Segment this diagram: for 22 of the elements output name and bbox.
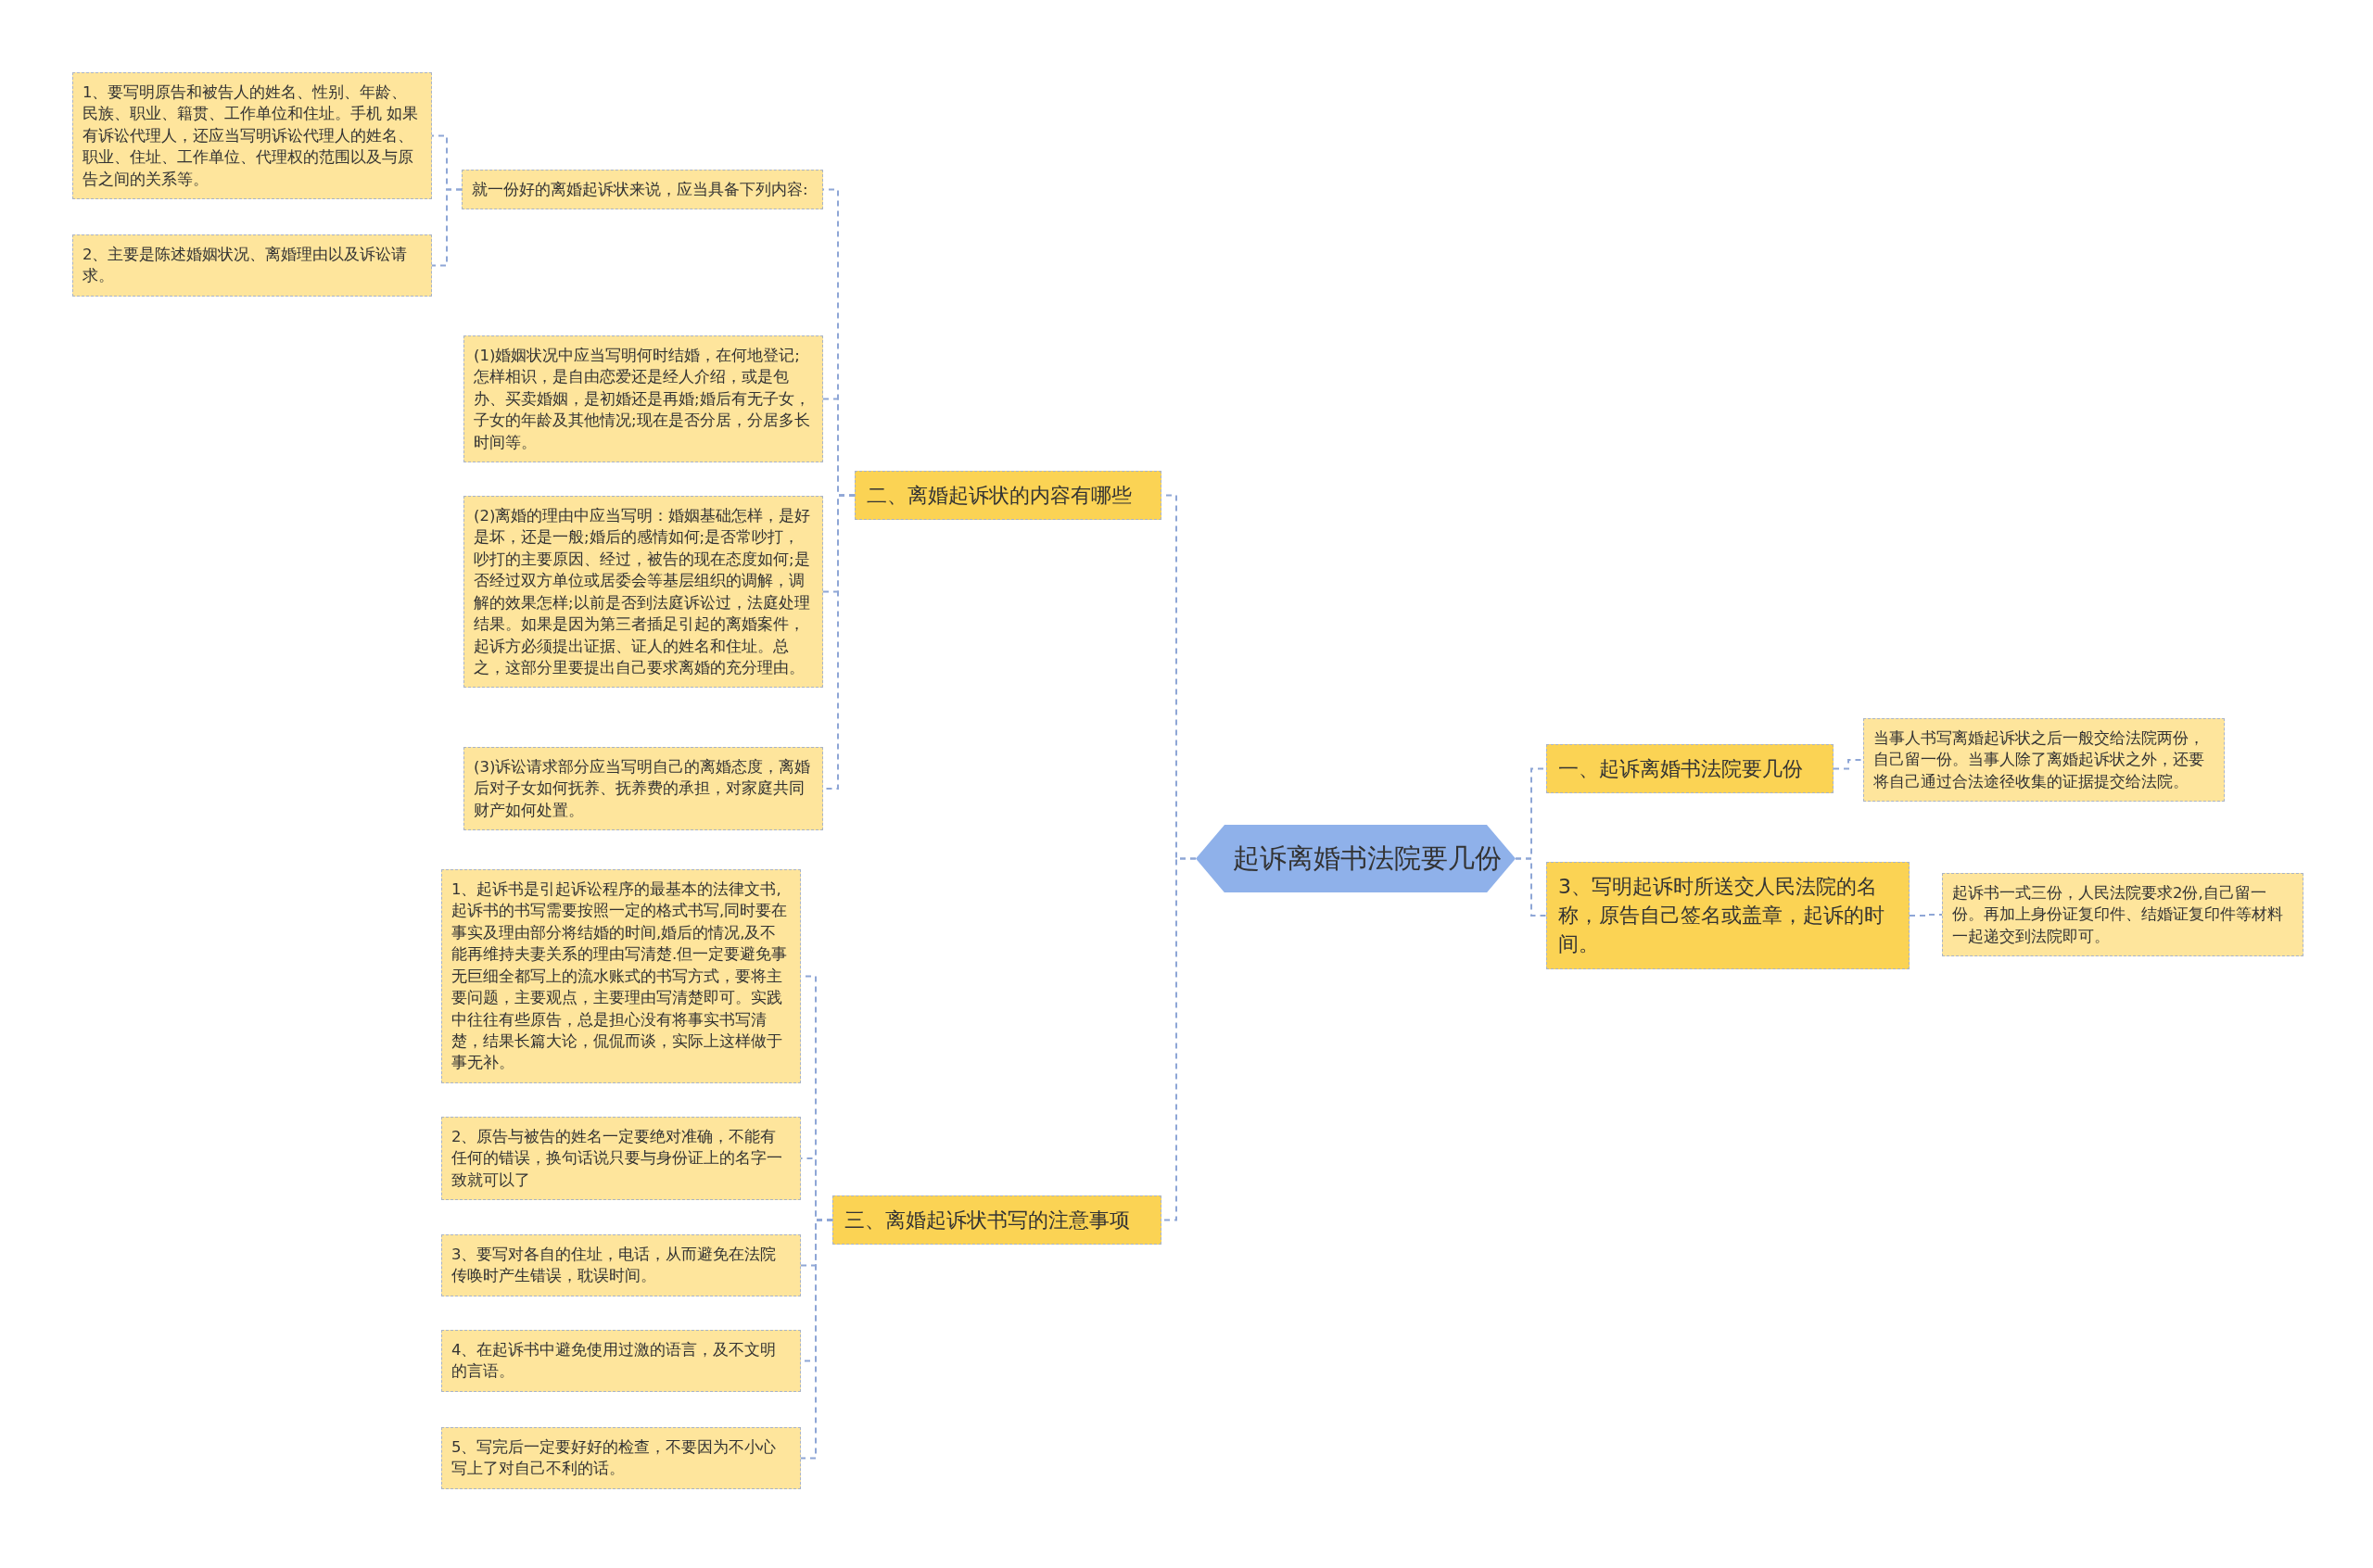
note-box: 2、主要是陈述婚姻状况、离婚理由以及诉讼请求。 — [72, 234, 432, 297]
note-box: 1、要写明原告和被告人的姓名、性别、年龄、民族、职业、籍贯、工作单位和住址。手机 如果有诉讼代理人，还应当写明诉讼代理人的姓名、职业、住址、工作单位、代理权的范围以及与原告之间的关系等。 — [72, 72, 432, 200]
connector-line — [431, 188, 463, 267]
note-box: 3、要写对各自的住址，电话，从而避免在法院传唤时产生错误，耽误时间。 — [441, 1234, 801, 1296]
topic-box: 三、离婚起诉状书写的注意事项 — [832, 1195, 1161, 1246]
note-box: 当事人书写离婚起诉状之后一般交给法院两份，自己留一份。当事人除了离婚起诉状之外，还要将自己通过合法途径收集的证据提交给法院。 — [1863, 718, 2225, 803]
note-box: 2、原告与被告的姓名一定要绝对准确，不能有任何的错误，换句话说只要与身份证上的名字一致就可以了 — [441, 1117, 801, 1201]
note-box: 1、起诉书是引起诉讼程序的最基本的法律文书,起诉书的书写需要按照一定的格式书写,同时要在事实及理由部分将结婚的时间,婚后的情况,及不能再维持夫妻关系的理由写清楚.但一定要避免事无巨细全都写上的流水账式的书写方式，要将主要问题，主要观点，主要理由写清楚即可。实践中往往有些原告，总是担心没有将事实书写清楚，结果长篇大论，侃侃而谈，实际上这样做于事无补。 — [441, 869, 801, 1083]
topic-box: 二、离婚起诉状的内容有哪些 — [855, 471, 1161, 521]
note-box: (3)诉讼请求部分应当写明自己的离婚态度，离婚后对子女如何抚养、抚养费的承担，对家庭共同财产如何处置。 — [463, 747, 823, 831]
note-box: 4、在起诉书中避免使用过激的语言，及不文明的言语。 — [441, 1330, 801, 1392]
note-box: 起诉书一式三份，人民法院要求2份,自己留一份。再加上身份证复印件、结婚证复印件等材料一起递交到法院即可。 — [1942, 873, 2303, 957]
connector-line — [800, 1219, 833, 1460]
topic-box: 3、写明起诉时所送交人民法院的名称，原告自己签名或盖章，起诉的时间。 — [1546, 862, 1910, 969]
note-box: 5、写完后一定要好好的检查，不要因为不小心写上了对自己不利的话。 — [441, 1427, 801, 1489]
note-box: (2)离婚的理由中应当写明：婚姻基础怎样，是好是坏，还是一般;婚后的感情如何;是否常吵打，吵打的主要原因、经过，被告的现在态度如何;是否经过双方单位或居委会等基层组织的调解，调解的效果怎样;以前是否到法庭诉讼过，法庭处理结果。如果是因为第三者插足引起的离婚案件，起诉方必须提出证据、证人的姓名和住址。总之，这部分里要提出自己要求离婚的充分理由。 — [463, 496, 823, 689]
connector-line — [1515, 857, 1547, 917]
note-box: 就一份好的离婚起诉状来说，应当具备下列内容: — [462, 170, 823, 210]
connector-line — [1833, 759, 1864, 770]
connector-line — [1909, 914, 1943, 917]
note-box: (1)婚姻状况中应当写明何时结婚，在何地登记;怎样相识，是自由恋爱还是经人介绍，或是包办、买卖婚姻，是初婚还是再婚;婚后有无子女，子女的年龄及其他情况;现在是否分居，分居多长时间等。 — [463, 335, 823, 463]
topic-box: 一、起诉离婚书法院要几份 — [1546, 744, 1834, 794]
